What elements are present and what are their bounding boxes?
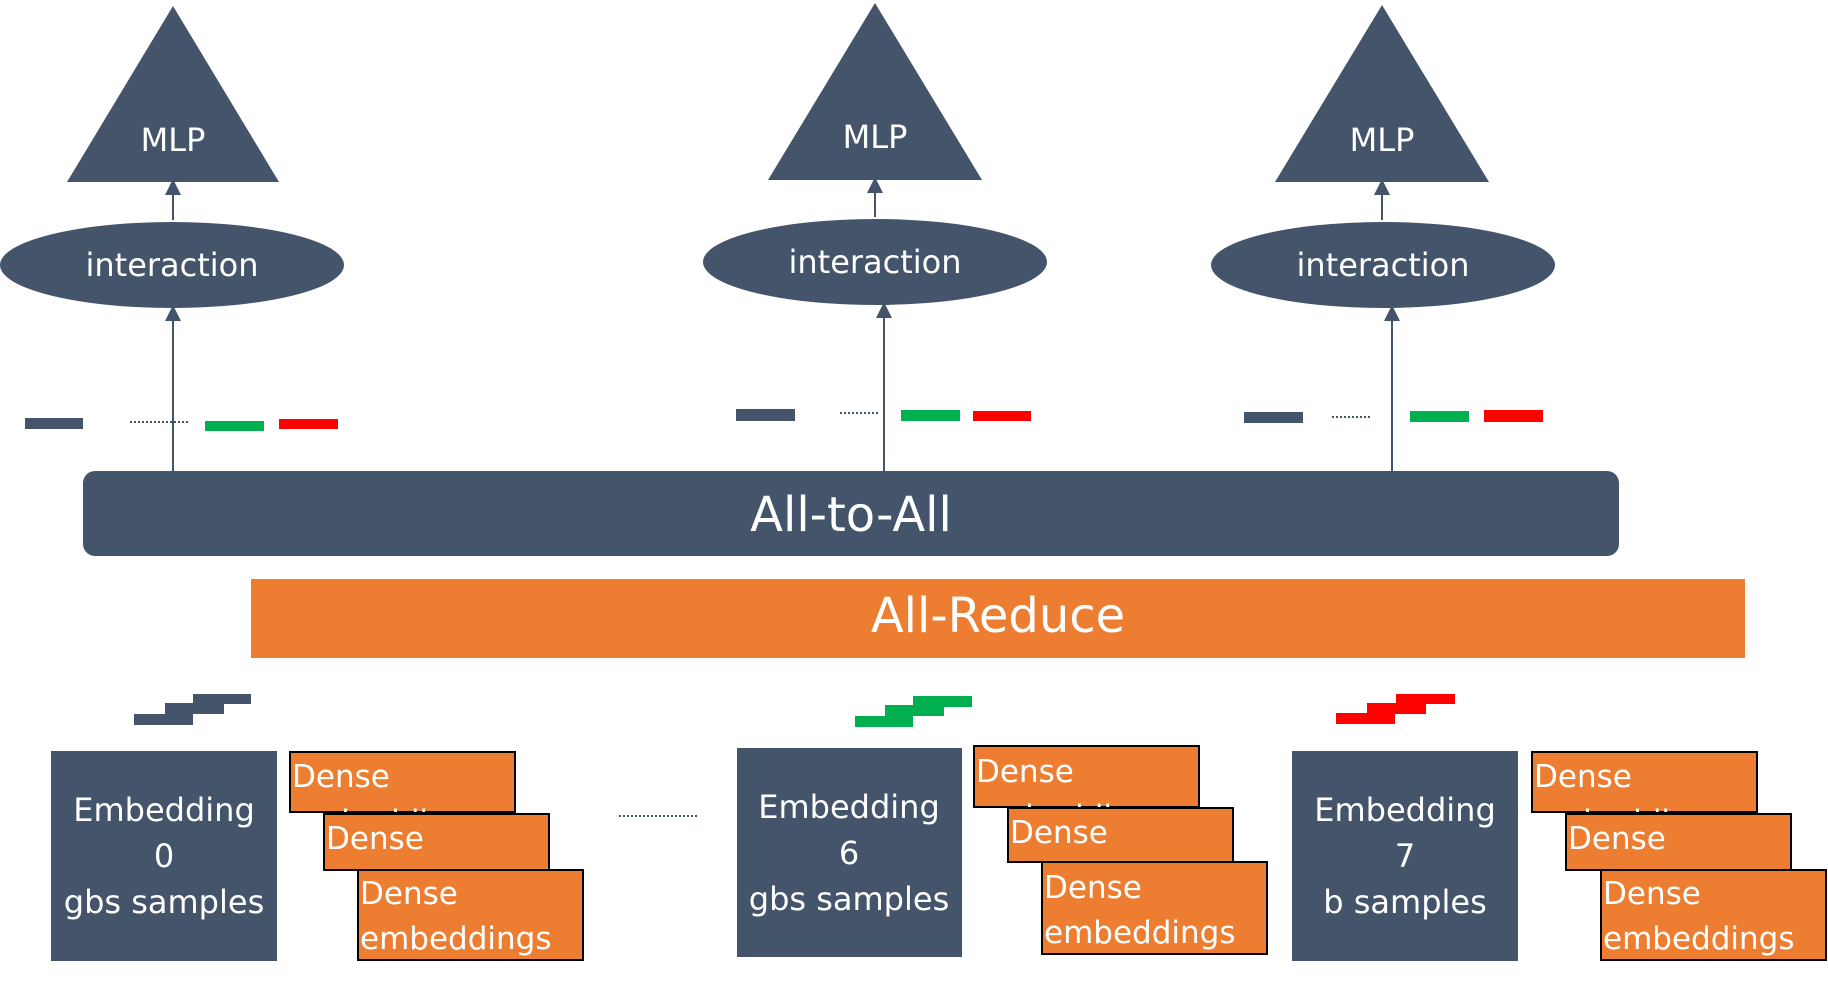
dense-card-line1: Dense bbox=[326, 821, 424, 857]
all-reduce-label: All-Reduce bbox=[871, 588, 1125, 644]
all-to-all-label: All-to-All bbox=[750, 487, 952, 543]
interaction-label: interaction bbox=[1296, 246, 1469, 284]
worker-7: Embedding 7 b samples Dense embeddings D… bbox=[1292, 751, 1827, 961]
step-icon-green bbox=[855, 696, 972, 727]
dense-card-line1: Dense bbox=[292, 759, 390, 795]
all-reduce-bar: All-Reduce bbox=[251, 579, 1745, 658]
embedding-line3: b samples bbox=[1323, 883, 1487, 921]
embedding-line1: Embedding bbox=[1314, 791, 1496, 829]
red-segment bbox=[279, 419, 338, 429]
dense-card-line2: embeddings bbox=[1044, 915, 1235, 951]
tower-2: MLP interaction bbox=[1211, 5, 1555, 472]
embedding-box bbox=[51, 751, 277, 961]
dense-card-1: Dense embeddings bbox=[1565, 813, 1792, 902]
dense-card-0: Dense embeddings bbox=[289, 751, 516, 840]
dense-card-line1: Dense bbox=[976, 754, 1074, 790]
red-segment bbox=[973, 411, 1031, 421]
dense-card-line1: Dense bbox=[360, 876, 458, 912]
mlp-triangle bbox=[1275, 5, 1489, 182]
dense-card-line2: embeddings bbox=[360, 921, 551, 957]
worker-6: Embedding 6 gbs samples Dense embeddings… bbox=[737, 745, 1268, 957]
step-icon-slate bbox=[134, 694, 251, 725]
dense-card-line2: embeddings bbox=[1568, 866, 1759, 902]
worker-0: Embedding 0 gbs samples Dense embeddings… bbox=[51, 751, 584, 961]
red-segment bbox=[1484, 410, 1543, 422]
embedding-line2: 7 bbox=[1395, 837, 1415, 875]
dense-card-line2: embeddings bbox=[292, 804, 483, 840]
tower-1: MLP interaction bbox=[703, 3, 1047, 472]
mlp-label: MLP bbox=[141, 121, 206, 159]
embedding-box bbox=[737, 748, 962, 957]
dense-card-line1: Dense bbox=[1010, 815, 1108, 851]
embedding-line1: Embedding bbox=[758, 788, 940, 826]
interaction-label: interaction bbox=[85, 246, 258, 284]
all-to-all-bar: All-to-All bbox=[83, 471, 1619, 556]
mlp-triangle bbox=[768, 3, 982, 180]
mlp-triangle bbox=[67, 6, 279, 182]
dense-card-0: Dense embeddings bbox=[1531, 751, 1758, 840]
dense-card-2: Dense embeddings bbox=[1041, 861, 1268, 955]
step-icon-red bbox=[1336, 694, 1455, 724]
interaction-ellipse bbox=[703, 219, 1047, 305]
dense-card-1: Dense embeddings bbox=[1007, 807, 1234, 863]
dense-card-2: Dense embeddings bbox=[1600, 869, 1827, 961]
green-segment bbox=[1410, 411, 1469, 422]
dense-card-line2: embeddings bbox=[326, 866, 517, 902]
dense-card-line1: Dense bbox=[1044, 870, 1142, 906]
embedding-line3: gbs samples bbox=[749, 880, 949, 918]
tower-0: MLP interaction bbox=[0, 6, 344, 472]
embedding-line2: 0 bbox=[154, 837, 174, 875]
dense-card-line1: Dense bbox=[1534, 759, 1632, 795]
embedding-line1: Embedding bbox=[73, 791, 255, 829]
interaction-ellipse bbox=[1211, 222, 1555, 308]
dense-card-line1: Dense bbox=[1603, 876, 1701, 912]
interaction-label: interaction bbox=[788, 243, 961, 281]
interaction-ellipse bbox=[0, 222, 344, 308]
green-segment bbox=[205, 421, 264, 431]
dense-card-line1: Dense bbox=[1568, 821, 1666, 857]
dense-card-1: Dense embeddings bbox=[323, 813, 550, 902]
slate-segment bbox=[736, 409, 795, 421]
embedding-line2: 6 bbox=[839, 834, 859, 872]
mlp-label: MLP bbox=[843, 118, 908, 156]
embedding-box bbox=[1292, 751, 1518, 961]
dense-card-line2: embeddings bbox=[1534, 804, 1725, 840]
slate-segment bbox=[1244, 412, 1303, 423]
embedding-line3: gbs samples bbox=[64, 883, 264, 921]
dense-card-line2: embeddings bbox=[976, 799, 1167, 835]
dense-card-line2: embeddings bbox=[1603, 921, 1794, 957]
mlp-label: MLP bbox=[1350, 121, 1415, 159]
slate-segment bbox=[25, 418, 83, 429]
dense-card-2: Dense embeddings bbox=[357, 869, 584, 961]
green-segment bbox=[901, 410, 960, 421]
